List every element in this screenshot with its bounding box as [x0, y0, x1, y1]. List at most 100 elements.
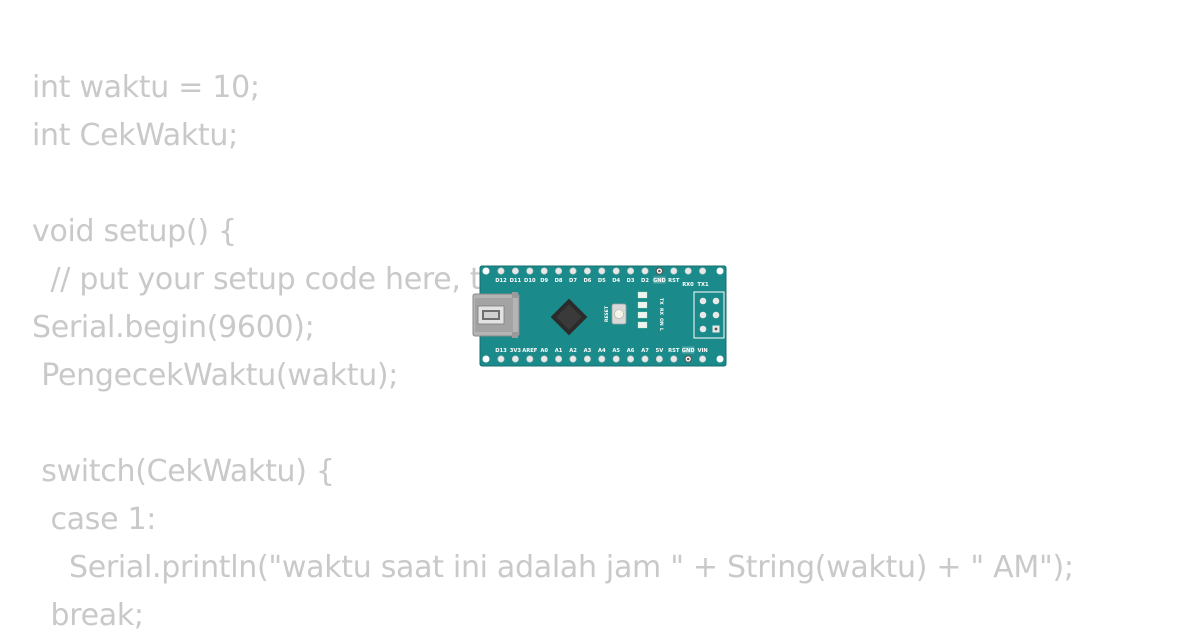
code-listing: int waktu = 10;int CekWaktu;void setup()…: [32, 64, 1074, 630]
usb-connector: [472, 292, 520, 338]
reset-label: RESET: [604, 305, 610, 322]
pin-label: D2: [641, 278, 649, 284]
pin-label: D8: [555, 278, 563, 284]
pin-label: D7: [569, 278, 577, 284]
pin-label: A3: [584, 348, 592, 354]
pin-pad: [627, 355, 635, 363]
pin-pad: [526, 267, 534, 275]
pin-pad: [540, 267, 548, 275]
mounting-hole: [716, 267, 724, 275]
led-label: ON: [658, 318, 664, 326]
code-line: PengecekWaktu(waktu);: [32, 358, 399, 393]
pin-hole: [658, 269, 661, 273]
pin-label: D10: [524, 278, 536, 284]
pin-pad: [598, 355, 606, 363]
pin-label: A6: [627, 348, 635, 354]
status-leds: [637, 291, 648, 329]
led-label: RX: [658, 308, 664, 316]
pin-pad: [655, 355, 663, 363]
pin-pad: [583, 355, 591, 363]
icsp-pin: [699, 297, 707, 305]
pin-pad: [511, 355, 519, 363]
pin-pad: [497, 267, 505, 275]
pin-label: A4: [598, 348, 606, 354]
pin-label: D3: [627, 278, 635, 284]
led-label: TX: [658, 298, 664, 305]
pin-pad: [699, 267, 707, 275]
pin-pad: [555, 267, 563, 275]
icsp-pin-hole: [714, 327, 718, 331]
pin-pad: [598, 267, 606, 275]
pin-label: A0: [540, 348, 548, 354]
pin-pad: [670, 355, 678, 363]
pin-label: RST: [668, 348, 680, 354]
microcontroller-chip: [550, 298, 588, 336]
led: [637, 321, 648, 329]
gnd-highlight: [653, 276, 666, 284]
pin-label: D12: [495, 278, 507, 284]
pin-pad: [641, 355, 649, 363]
top-pin-row: [497, 267, 707, 275]
led-label: L: [658, 328, 664, 331]
code-line: int waktu = 10;: [32, 70, 260, 105]
code-line: Serial.begin(9600);: [32, 310, 315, 345]
pin-label: VIN: [697, 348, 707, 354]
icsp-pins: [699, 297, 720, 333]
pin-label: GND: [682, 348, 696, 354]
pin-pad: [497, 355, 505, 363]
pin-pad: [569, 267, 577, 275]
mounting-hole: [482, 355, 490, 363]
icsp-pin: [699, 325, 707, 333]
pin-pad: [511, 267, 519, 275]
mounting-hole: [716, 355, 724, 363]
pin-label: 3V3: [510, 348, 522, 354]
pin-pad: [612, 355, 620, 363]
pin-pad: [641, 267, 649, 275]
pin-label: RST: [668, 278, 680, 284]
led: [637, 301, 648, 309]
icsp-pin: [699, 311, 707, 319]
icsp-pin: [712, 311, 720, 319]
gnd-highlight: [682, 346, 695, 354]
pin-label: D6: [583, 278, 591, 284]
reset-button-graphic: [611, 303, 627, 325]
pin-label: A7: [641, 348, 649, 354]
pin-pad: [583, 267, 591, 275]
pin-label: GND: [653, 278, 667, 284]
pin-label: D5: [598, 278, 606, 284]
pin-hole: [686, 357, 690, 361]
pin-label: A2: [569, 348, 577, 354]
code-line: switch(CekWaktu) {: [32, 454, 335, 489]
pin-pad: [569, 355, 577, 363]
led-labels: TX RX ON L: [658, 298, 664, 331]
pin-pad: [526, 355, 534, 363]
led: [637, 291, 648, 299]
pin-pad: [612, 267, 620, 275]
pin-pad: [684, 267, 692, 275]
pin-label: AREF: [522, 348, 538, 354]
led: [637, 311, 648, 319]
pin-pad: [699, 355, 707, 363]
pin-pad: [540, 355, 548, 363]
pin-label: A1: [555, 348, 563, 354]
pin-pad: [627, 267, 635, 275]
icsp-pin: [712, 297, 720, 305]
bottom-pin-row: [497, 355, 707, 363]
code-line: [32, 160, 1074, 208]
pin-label: D9: [540, 278, 548, 284]
mounting-hole: [482, 267, 490, 275]
pin-label: RX0: [682, 282, 694, 288]
code-line: case 1:: [32, 502, 157, 537]
pin-label: D4: [612, 278, 620, 284]
pin-pad: [555, 355, 563, 363]
pin-label: D11: [510, 278, 522, 284]
code-line: break;: [32, 598, 144, 630]
pin-label: D13: [495, 348, 507, 354]
code-line: [32, 400, 1074, 448]
code-line: Serial.println("waktu saat ini adalah ja…: [32, 550, 1074, 585]
